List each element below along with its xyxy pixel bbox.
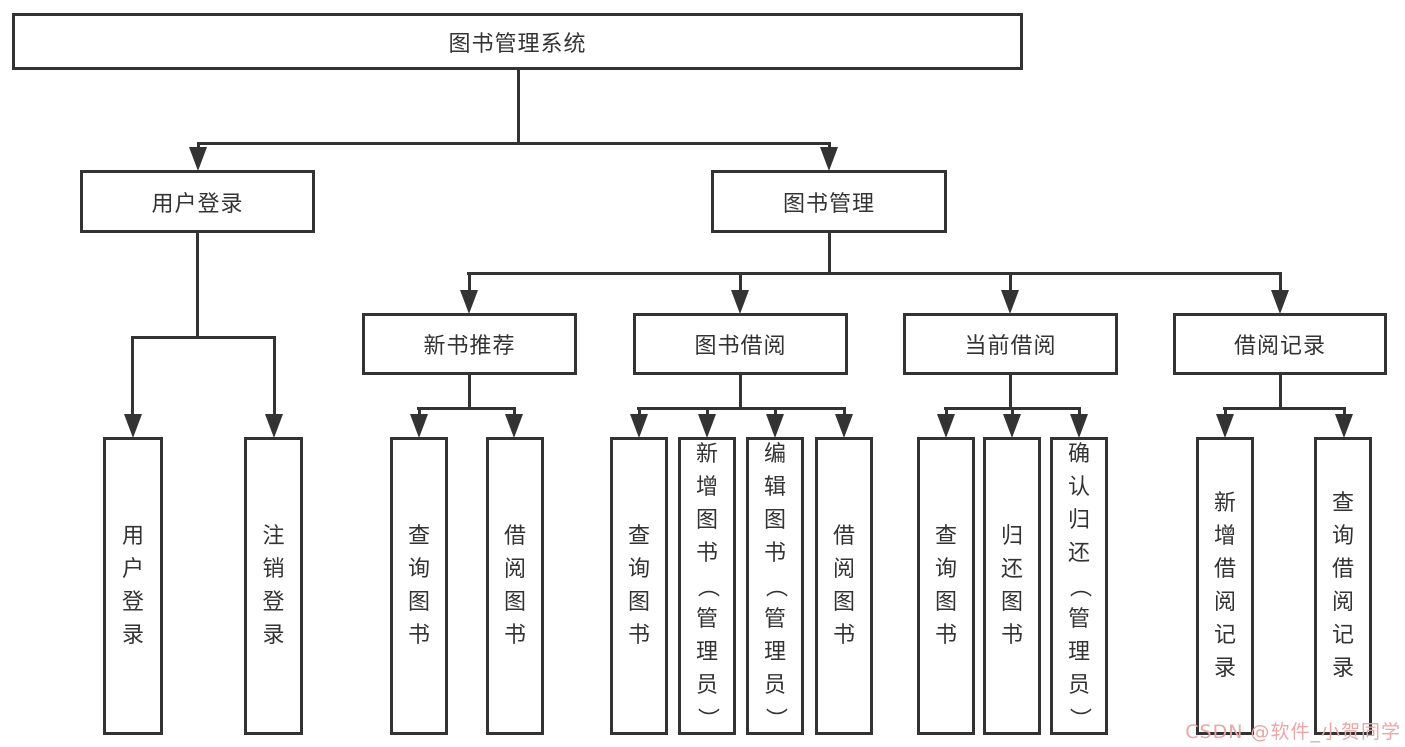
node-label: 图书管理系统 (448, 31, 587, 57)
connector-line-vertical (1009, 375, 1012, 409)
node-book-borrowing: 图书借阅 (633, 313, 848, 375)
connector-line-vertical (196, 233, 199, 338)
node-new-book-recommendation: 新书推荐 (362, 313, 577, 375)
arrow-down-icon (1003, 414, 1021, 438)
connector-line-horizontal (637, 407, 846, 410)
arrow-down-icon (1216, 414, 1234, 438)
connector-line-horizontal (417, 407, 516, 410)
arrow-down-icon (766, 414, 784, 438)
arrow-down-icon (1335, 414, 1353, 438)
connector-line-horizontal (131, 336, 276, 339)
csdn-watermark: CSDN @软件_小贺同学 (1185, 721, 1401, 743)
arrow-down-icon (698, 414, 716, 438)
connector-line-vertical (739, 272, 742, 292)
node-borrowing-records: 借阅记录 (1173, 313, 1387, 375)
connector-line-vertical (1224, 407, 1227, 417)
connector-line-vertical (828, 233, 831, 274)
leaf-label: 查询图书 (407, 524, 430, 648)
arrow-down-icon (820, 147, 838, 171)
leaf-label: 归还图书 (1000, 524, 1023, 648)
leaf-label: 新增借阅记录 (1213, 491, 1236, 681)
arrow-down-icon (630, 414, 648, 438)
leaf-borrow-books: 借阅图书 (815, 437, 873, 735)
node-library-management-system: 图书管理系统 (12, 13, 1023, 70)
leaf-label: 用户登录 (121, 524, 144, 648)
leaf-query-books-recommend: 查询图书 (390, 437, 448, 735)
connector-line-vertical (468, 375, 471, 409)
leaf-return-books: 归还图书 (983, 437, 1041, 735)
connector-line-vertical (638, 407, 641, 417)
leaf-label: 查询借阅记录 (1331, 491, 1354, 681)
connector-line-vertical (513, 407, 516, 417)
connector-line-vertical (739, 375, 742, 409)
connector-line-vertical (468, 272, 471, 292)
connector-line-vertical (1009, 272, 1012, 292)
connector-line-vertical (774, 407, 777, 417)
leaf-edit-books-admin: 编辑图书（管理员） (746, 437, 804, 735)
leaf-label: 借阅图书 (503, 524, 526, 648)
leaf-query-borrow-record: 查询借阅记录 (1314, 437, 1372, 735)
arrow-down-icon (937, 414, 955, 438)
leaf-logout: 注销登录 (244, 437, 303, 735)
connector-line-horizontal (467, 272, 1281, 275)
leaf-label: 注销登录 (262, 524, 285, 648)
connector-line-vertical (517, 70, 520, 144)
leaf-add-borrow-record: 新增借阅记录 (1196, 437, 1254, 735)
leaf-label: 确认归还（管理员） (1066, 441, 1092, 730)
node-label: 图书借阅 (694, 334, 787, 359)
arrow-down-icon (1001, 290, 1019, 314)
node-label: 当前借阅 (964, 334, 1057, 359)
node-label: 用户登录 (151, 191, 244, 217)
node-user-login: 用户登录 (80, 170, 315, 233)
connector-line-vertical (706, 407, 709, 417)
arrow-down-icon (265, 414, 283, 438)
connector-line-vertical (843, 407, 846, 417)
node-label: 借阅记录 (1233, 334, 1326, 359)
node-label: 图书管理 (782, 191, 875, 217)
arrow-down-icon (124, 414, 142, 438)
leaf-label: 新增图书（管理员） (694, 441, 720, 730)
arrow-down-icon (1070, 414, 1088, 438)
leaf-add-books-admin: 新增图书（管理员） (678, 437, 736, 735)
node-current-borrowing: 当前借阅 (903, 313, 1118, 375)
leaf-label: 查询图书 (934, 524, 957, 648)
arrow-down-icon (1271, 290, 1289, 314)
connector-line-vertical (1279, 375, 1282, 409)
leaf-label: 编辑图书（管理员） (762, 441, 788, 730)
connector-line-vertical (131, 336, 134, 416)
connector-line-vertical (1011, 407, 1014, 417)
node-label: 新书推荐 (423, 334, 516, 359)
leaf-confirm-return-admin: 确认归还（管理员） (1050, 437, 1108, 735)
leaf-label: 查询图书 (627, 524, 650, 648)
leaf-borrow-books-recommend: 借阅图书 (486, 437, 544, 735)
arrow-down-icon (189, 147, 207, 171)
connector-line-vertical (1279, 272, 1282, 292)
leaf-user-login: 用户登录 (103, 437, 163, 735)
arrow-down-icon (460, 290, 478, 314)
connector-line-vertical (945, 407, 948, 417)
connector-line-horizontal (197, 142, 831, 145)
connector-line-vertical (1078, 407, 1081, 417)
connector-line-horizontal (1223, 407, 1345, 410)
leaf-query-books-borrowing: 查询图书 (610, 437, 668, 735)
connector-line-vertical (273, 336, 276, 416)
arrow-down-icon (835, 414, 853, 438)
leaf-label: 借阅图书 (832, 524, 855, 648)
arrow-down-icon (731, 290, 749, 314)
connector-line-vertical (418, 407, 421, 417)
connector-line-vertical (1343, 407, 1346, 417)
arrow-down-icon (505, 414, 523, 438)
leaf-query-books-current: 查询图书 (917, 437, 975, 735)
node-book-management: 图书管理 (711, 170, 947, 233)
arrow-down-icon (410, 414, 428, 438)
